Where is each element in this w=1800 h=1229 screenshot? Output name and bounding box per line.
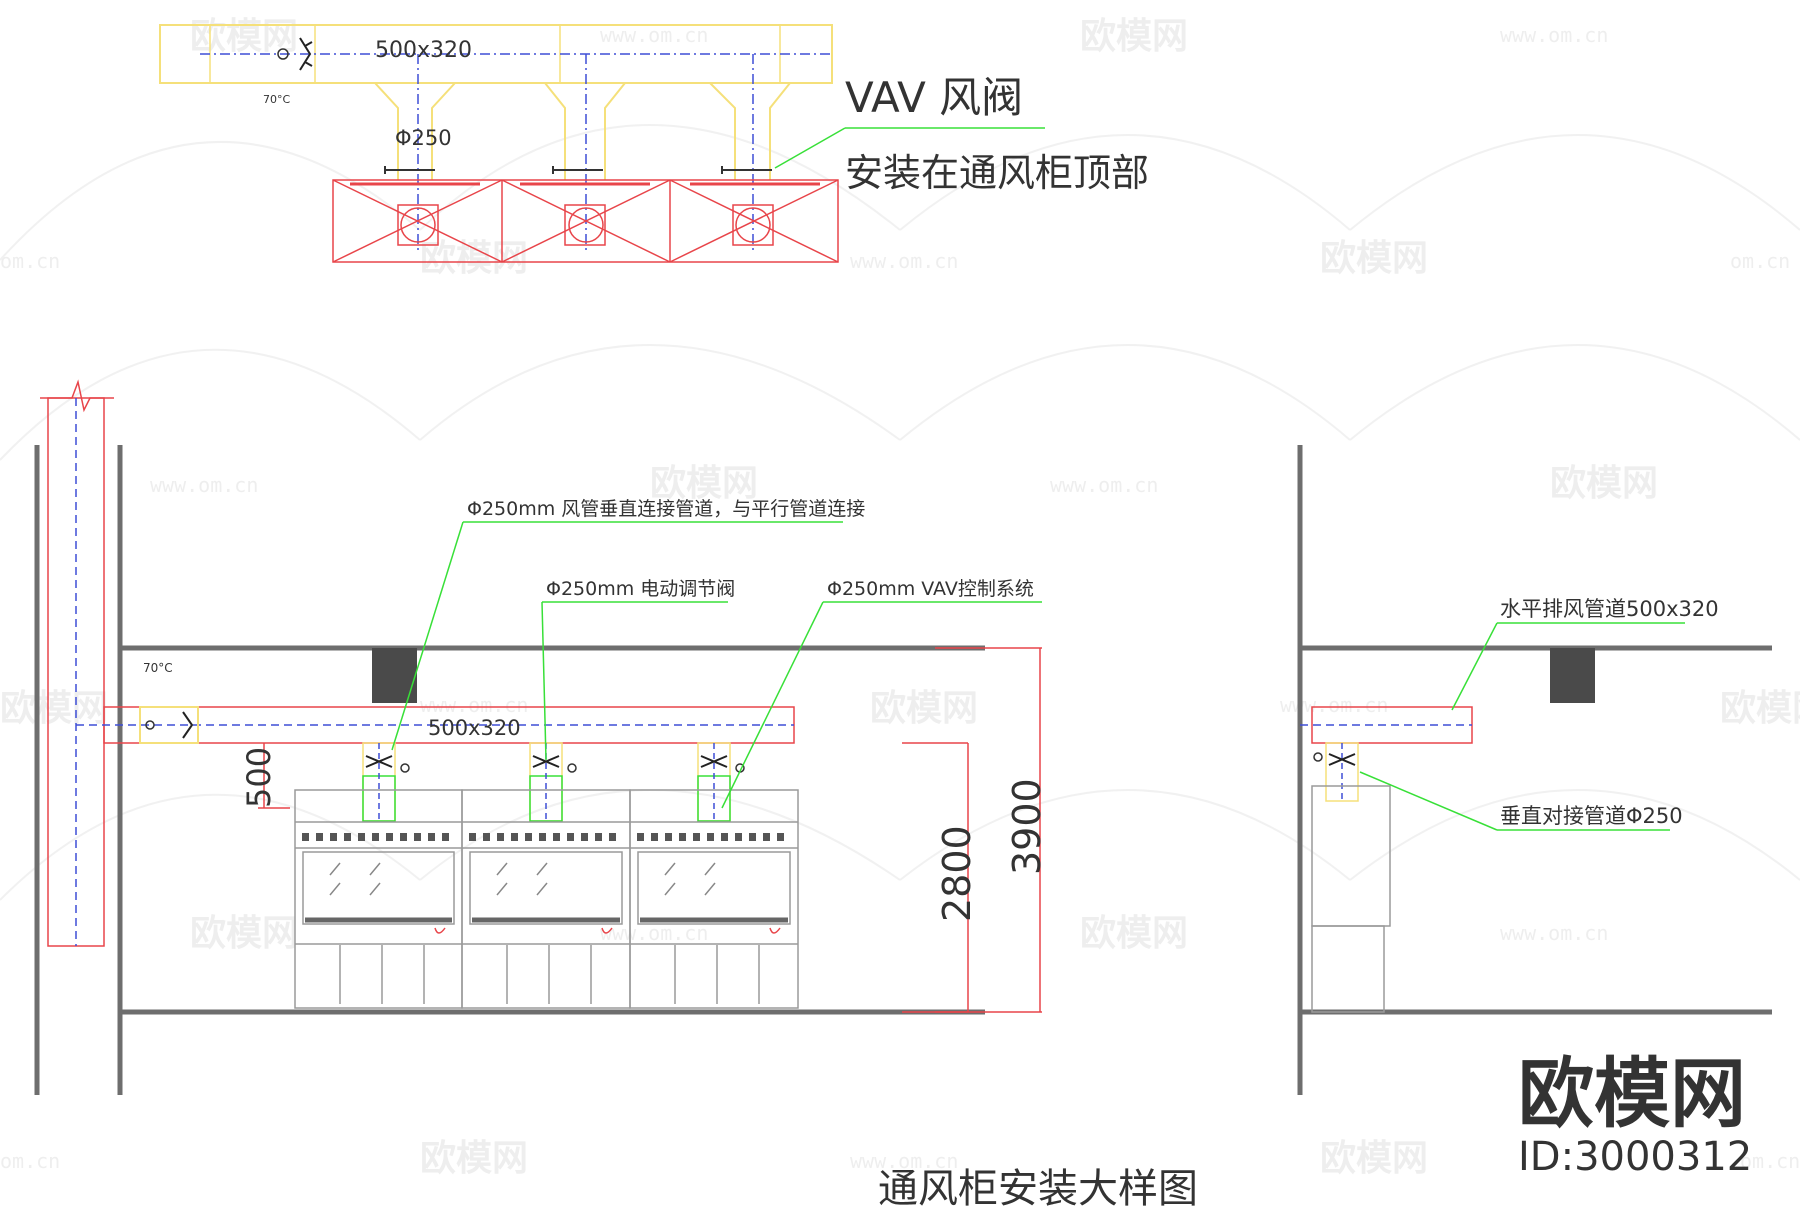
elevation-vent-slots (302, 833, 784, 841)
section-damper-pivot-icon (1313, 752, 1323, 762)
watermark-id: ID:3000312 (1518, 1134, 1752, 1180)
drawing-title: 通风柜安装大样图 (878, 1166, 1198, 1212)
plan-vav-label: VAV 风阀 (845, 73, 1023, 122)
plan-vav-damper-icon (721, 166, 772, 174)
section-branch (1325, 742, 1359, 802)
section-view: 水平排风管道500x320 垂直对接管道Φ250 (1297, 445, 1772, 1095)
watermark-logo: 欧模网 (870, 688, 978, 729)
plan-branch-1 (374, 82, 456, 180)
plan-fire-damper-temp: 70°C (263, 93, 290, 106)
watermark-logo: 欧模网 (1550, 463, 1658, 504)
plan-duct-size: 500x320 (375, 38, 472, 63)
elevation-fume-hood-row (294, 789, 799, 1009)
watermark-logo: 欧模网 (420, 238, 528, 279)
plan-damper-blade-icon (299, 37, 313, 71)
section-fume-hood (1311, 785, 1391, 927)
elevation-beam (372, 648, 417, 703)
watermark-url: www.om.cn (850, 1149, 958, 1173)
watermark-url: www.om.cn (1280, 693, 1388, 717)
elevation-break-symbol (40, 379, 114, 413)
section-damper-icon (1328, 753, 1356, 766)
watermark-url: www.om.cn (150, 473, 258, 497)
elevation-dim-3900-line (935, 647, 1042, 1013)
watermark-logo: 欧模网 (190, 913, 298, 954)
watermark-url: www.om.cn (850, 249, 958, 273)
watermark-logo: 欧模网 (0, 688, 108, 729)
section-callout-vertical: 垂直对接管道Φ250 (1500, 804, 1683, 828)
watermark-url: www.om.cn (1500, 921, 1608, 945)
watermark-logo: 欧模网 (1080, 913, 1188, 954)
watermark-logo: 欧模网 (1320, 1138, 1428, 1179)
elevation-duct-size: 500x320 (428, 716, 521, 740)
elevation-leader-line (541, 601, 547, 761)
watermark-logo: 欧模网 (190, 16, 298, 57)
elevation-dim-500-line (258, 743, 290, 809)
plan-main-duct (159, 24, 833, 84)
plan-fire-damper-icon (277, 48, 289, 60)
watermark-layer: 欧模网 欧模网 欧模网 欧模网 欧模网 欧模网 欧模网 欧模网 欧模网 欧模网 … (0, 16, 1800, 1179)
section-beam (1550, 648, 1595, 703)
elevation-fire-damper (139, 706, 199, 744)
watermark-url: om.cn (1730, 249, 1790, 273)
plan-leader-line (774, 127, 846, 169)
watermark-url: www.om.cn (420, 693, 528, 717)
section-callout-horizontal: 水平排风管道500x320 (1500, 597, 1719, 621)
plan-branch-2 (544, 82, 626, 180)
watermark-id-logo: 欧模网 (1518, 1049, 1746, 1138)
watermark-url: www.om.cn (1050, 473, 1158, 497)
watermark-url: www.om.cn (600, 921, 708, 945)
watermark-logo: 欧模网 (650, 463, 758, 504)
watermark-url: www.om.cn (1500, 23, 1608, 47)
watermark-logo: 欧模网 (420, 1138, 528, 1179)
elevation-dim-500: 500 (240, 747, 278, 808)
watermark-logo: 欧模网 (1320, 238, 1428, 279)
plan-vav-damper-icon (552, 166, 603, 174)
section-leader-line (1451, 622, 1498, 711)
plan-hood-row (332, 179, 839, 263)
watermark-url: om.cn (0, 249, 60, 273)
elevation-leader-line (391, 521, 464, 751)
watermark-url: om.cn (1740, 1149, 1800, 1173)
elevation-dim-2800: 2800 (935, 825, 979, 922)
elevation-damper-blade-icon (182, 711, 194, 739)
elevation-callout-damper: Φ250mm 电动调节阀 (546, 578, 735, 600)
elevation-fire-damper-icon (145, 720, 155, 730)
elevation-view: 70°C 500x320 500 (34, 379, 1049, 1095)
elevation-dim-3900: 3900 (1005, 778, 1049, 875)
plan-view: 70°C 500x320 Φ250 VAV 风阀 安装在通 (159, 24, 1149, 263)
watermark-logo: 欧模网 (1720, 688, 1800, 729)
elevation-callout-vertical: Φ250mm 风管垂直连接管道，与平行管道连接 (467, 498, 865, 520)
section-leader-line (1359, 771, 1498, 831)
elevation-callout-vav: Φ250mm VAV控制系统 (827, 578, 1034, 600)
elevation-leader-line (721, 601, 824, 809)
plan-branch-3 (709, 82, 791, 180)
plan-vav-note: 安装在通风柜顶部 (845, 151, 1149, 195)
elevation-branch-group (362, 742, 745, 822)
watermark-logo: 欧模网 (1080, 16, 1188, 57)
section-fume-hood-base (1311, 925, 1385, 1013)
elevation-fire-damper-temp: 70°C (143, 661, 173, 675)
watermark-url: www.om.cn (600, 23, 708, 47)
plan-branch-size: Φ250 (395, 126, 452, 150)
watermark-url: om.cn (0, 1149, 60, 1173)
plan-vav-damper-icon (384, 166, 435, 174)
